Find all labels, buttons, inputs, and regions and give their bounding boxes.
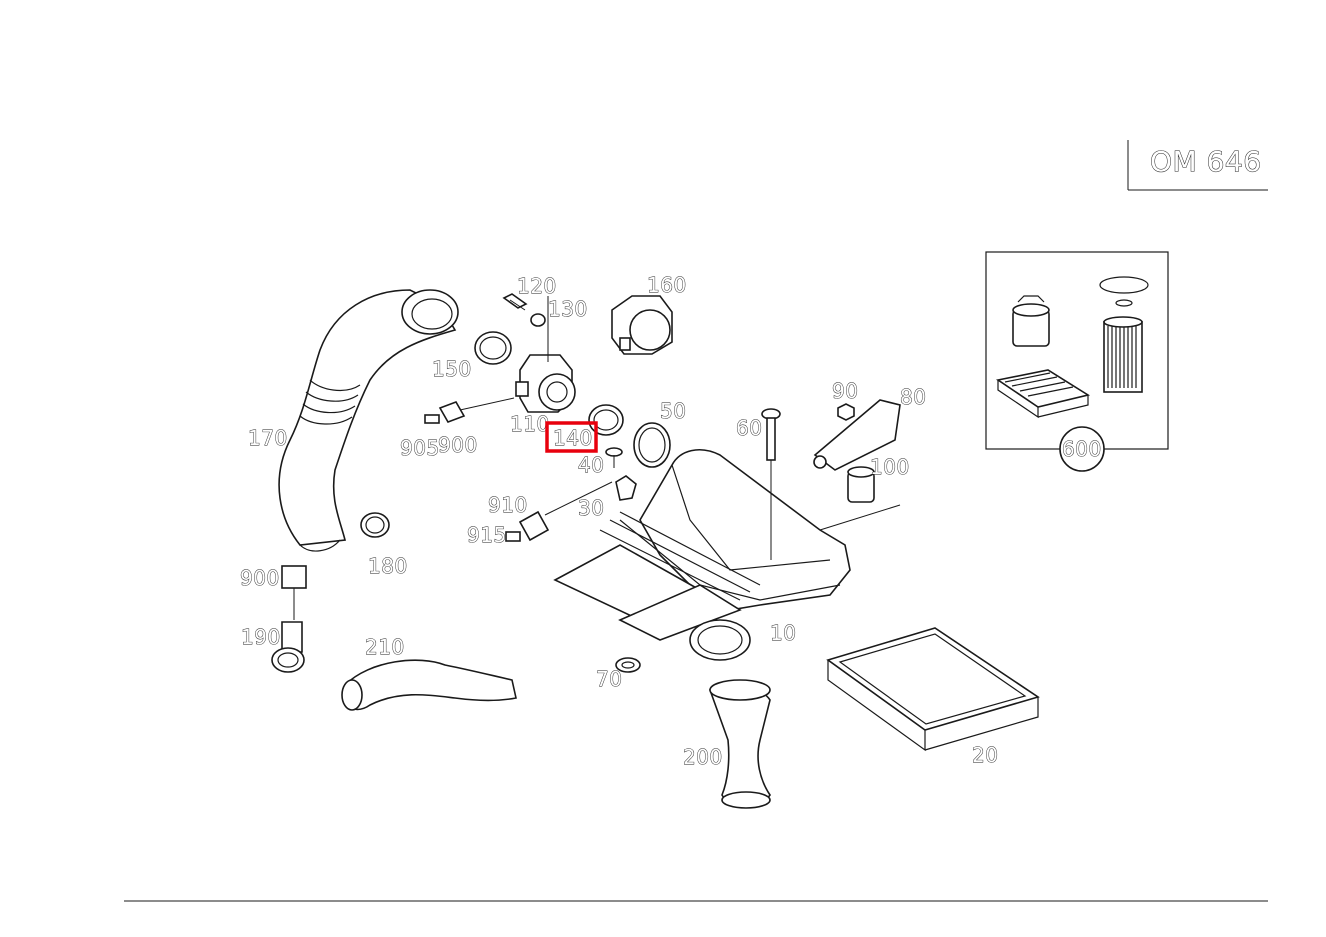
callout-50: 50 [660, 399, 686, 423]
callout-190: 190 [241, 625, 281, 649]
callout-100: 100 [870, 455, 910, 479]
callout-210: 210 [365, 635, 405, 659]
callout-600: 600 [1062, 437, 1102, 461]
callout-915: 915 [467, 523, 507, 547]
sensor-910-915 [505, 481, 613, 542]
screw-40 [605, 447, 623, 468]
selection-highlight [545, 421, 598, 453]
engine-code: OM 646 [1150, 145, 1262, 178]
callout-170: 170 [248, 426, 288, 450]
oil-filter-part [1099, 276, 1149, 393]
air-filter-element-20 [826, 627, 1040, 752]
hose-210 [341, 659, 517, 711]
intake-duct-200 [709, 679, 771, 809]
bolt-60 [761, 408, 781, 560]
callout-110: 110 [510, 412, 550, 436]
grommet-70 [615, 657, 641, 673]
air-mass-sensor-130 [515, 354, 576, 413]
callout-120: 120 [517, 274, 557, 298]
callout-90: 90 [832, 379, 858, 403]
callout-130: 130 [548, 297, 588, 321]
callout-10: 10 [770, 621, 796, 645]
washer-part [530, 313, 546, 327]
callout-150: 150 [432, 357, 472, 381]
nut-90 [837, 403, 855, 421]
callout-900-upper: 900 [438, 433, 478, 457]
hose-fitting-190 [271, 565, 307, 673]
fuel-filter-part [1012, 295, 1050, 347]
charge-air-hose-170 [278, 289, 459, 552]
callout-70: 70 [596, 667, 622, 691]
screw-120 [502, 293, 528, 311]
callout-140[interactable]: 140 [553, 426, 593, 451]
callout-60: 60 [736, 416, 762, 440]
callout-160: 160 [647, 273, 687, 297]
callout-600-circle [1059, 426, 1105, 472]
rubber-mount-100 [819, 466, 901, 531]
callout-30: 30 [578, 496, 604, 520]
callout-40: 40 [578, 453, 604, 477]
seal-ring-50 [633, 422, 671, 468]
bracket-80 [813, 399, 901, 471]
seal-ring-140 [588, 404, 624, 436]
air-filter-small-part [995, 369, 1091, 419]
connector-900-905 [424, 397, 515, 424]
callout-80: 80 [900, 385, 926, 409]
callout-140-selected[interactable]: 140 [545, 421, 598, 453]
callout-200: 200 [683, 745, 723, 769]
clamp-180 [360, 512, 390, 538]
callout-180: 180 [368, 554, 408, 578]
air-cleaner-housing-10 [553, 449, 851, 661]
callout-910: 910 [488, 493, 528, 517]
air-mass-sensor-160 [611, 295, 673, 355]
bracket-30 [615, 475, 637, 501]
callout-905: 905 [400, 436, 440, 460]
callout-20: 20 [972, 743, 998, 767]
service-kit-inset: 600 [985, 251, 1169, 472]
clamp-150 [474, 331, 512, 365]
engine-code-box: OM 646 [1127, 140, 1268, 191]
callout-900-lower: 900 [240, 566, 280, 590]
